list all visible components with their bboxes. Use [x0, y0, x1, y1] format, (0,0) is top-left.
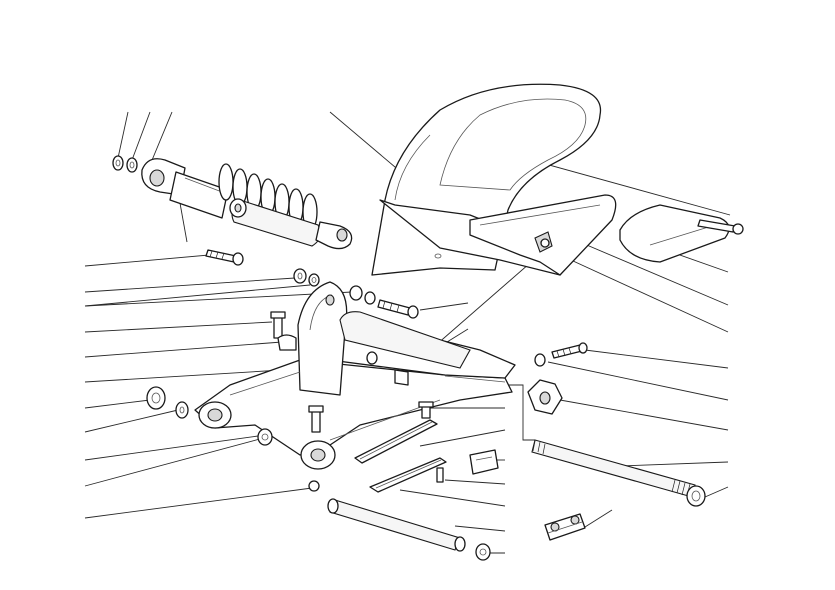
leader-line — [84, 321, 273, 333]
shock-mount-bracket — [297, 281, 348, 396]
shock-absorber — [112, 155, 353, 266]
leader-line — [149, 111, 173, 166]
shock-washers — [293, 268, 419, 319]
shock-body — [169, 171, 229, 219]
shock-spring — [218, 163, 318, 231]
chain-master-link — [544, 513, 586, 541]
swingarm-pivot-shaft — [327, 498, 491, 561]
bolt — [311, 409, 321, 433]
leader-line — [329, 111, 409, 179]
chain-guard — [469, 194, 617, 276]
bracket — [277, 334, 297, 351]
washer — [364, 291, 376, 305]
washer — [112, 155, 124, 171]
leader-line — [547, 361, 729, 401]
chain-slider-upper — [354, 419, 438, 464]
leader-line — [454, 525, 506, 532]
swingarm-fittings — [146, 311, 434, 492]
leader-line — [84, 253, 221, 267]
adjuster-bolt — [551, 344, 583, 359]
leader-line — [84, 487, 313, 519]
leader-line — [399, 489, 506, 507]
leader-line — [574, 239, 729, 306]
chain-adjuster — [527, 342, 588, 415]
leader-line — [444, 479, 506, 485]
leader-line — [419, 302, 469, 311]
reflector-plate — [469, 449, 499, 475]
bush — [146, 386, 166, 410]
leader-line — [131, 111, 151, 161]
leader-line — [84, 409, 179, 433]
leader-line — [84, 435, 259, 461]
leader-line — [84, 341, 283, 358]
leader-line — [584, 349, 729, 369]
screw — [436, 467, 444, 483]
leader-line — [84, 284, 311, 307]
washer — [534, 353, 546, 367]
leader-line — [84, 369, 283, 383]
leader-line — [559, 254, 729, 333]
washer — [126, 157, 138, 173]
cap — [308, 480, 320, 492]
leader-line — [505, 384, 535, 441]
leader-line — [84, 399, 151, 409]
chain-slider-lower — [369, 457, 447, 493]
chain-guard-cover — [619, 204, 744, 263]
shock-bolt — [205, 249, 244, 266]
leader-line — [584, 509, 613, 528]
leader-line — [619, 461, 729, 467]
washer — [475, 543, 491, 561]
swingarm — [194, 281, 516, 470]
leader-line — [419, 429, 506, 447]
leader-line — [84, 291, 353, 307]
washer — [257, 428, 273, 446]
stud — [394, 369, 409, 386]
leader-line — [704, 486, 729, 498]
washer — [175, 401, 189, 419]
leader-line — [559, 399, 729, 431]
leader-line — [117, 111, 129, 159]
wheel-spindle — [531, 439, 706, 507]
washer — [308, 273, 320, 287]
washer — [293, 268, 307, 284]
spindle-nut — [686, 485, 706, 507]
washer — [349, 285, 363, 301]
leader-line — [84, 277, 296, 293]
